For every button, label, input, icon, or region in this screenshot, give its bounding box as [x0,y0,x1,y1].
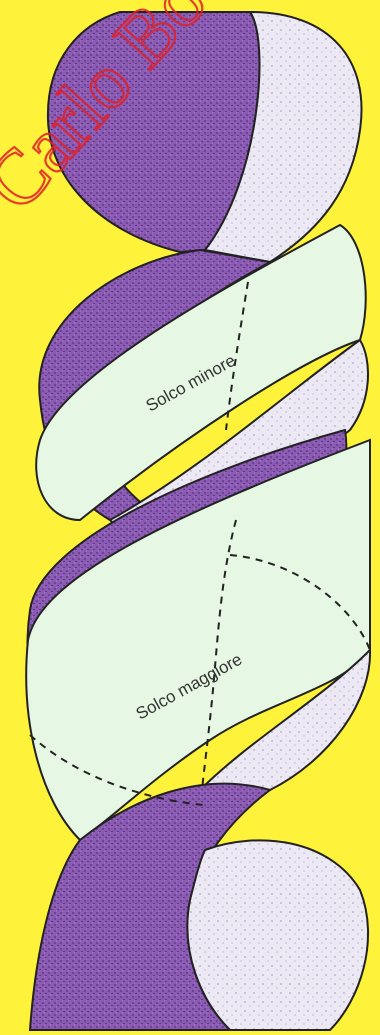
bottom-end-light [187,840,368,1030]
